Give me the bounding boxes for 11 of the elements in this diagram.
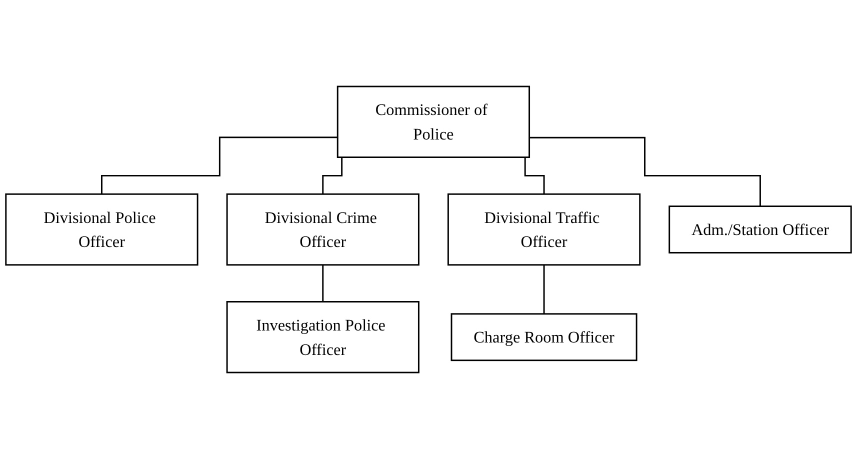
node-box: Commissioner of Police xyxy=(336,86,530,158)
node-box: Divisional Police Officer xyxy=(5,193,198,266)
node-box: Charge Room Officer xyxy=(450,313,638,362)
connector xyxy=(322,264,324,302)
connector xyxy=(529,136,761,208)
node-box: Investigation Police Officer xyxy=(226,301,420,374)
connector xyxy=(101,136,338,195)
node-box: Divisional Traffic Officer xyxy=(447,193,641,266)
connector xyxy=(543,264,545,315)
node-box: Adm./Station Officer xyxy=(668,206,852,254)
node-box: Divisional Crime Officer xyxy=(226,193,420,266)
